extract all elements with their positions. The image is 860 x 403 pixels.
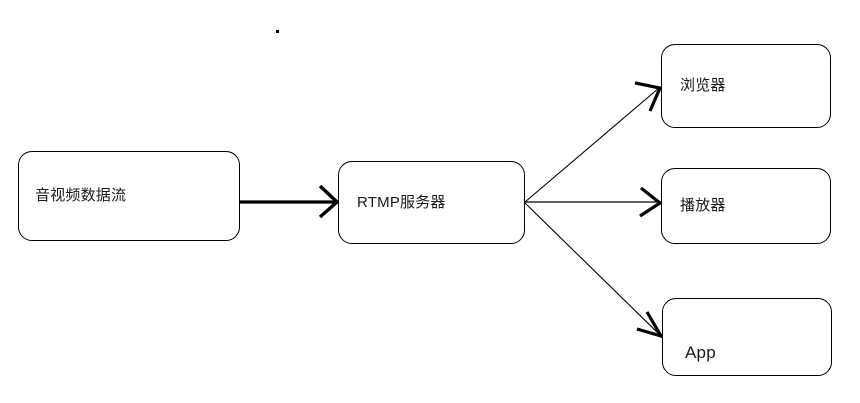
node-label: App: [685, 342, 716, 362]
node-label: RTMP服务器: [357, 193, 446, 211]
edge-source-to-rtmp-server: [240, 184, 340, 219]
node-browser[interactable]: 浏览器: [661, 44, 831, 128]
edge-rtmp-server-to-app: [524, 202, 665, 339]
node-player[interactable]: 播放器: [661, 168, 831, 244]
edge-rtmp-server-to-player: [525, 186, 663, 218]
node-label: 浏览器: [680, 77, 726, 94]
node-label: 音视频数据流: [35, 187, 127, 204]
node-label: 播放器: [680, 197, 726, 214]
edge-rtmp-server-to-browser: [524, 81, 663, 203]
node-audio-video-stream[interactable]: 音视频数据流: [18, 151, 240, 241]
node-app[interactable]: App: [662, 298, 832, 376]
node-rtmp-server[interactable]: RTMP服务器: [338, 161, 525, 244]
stray-dot-artifact: [276, 30, 279, 33]
